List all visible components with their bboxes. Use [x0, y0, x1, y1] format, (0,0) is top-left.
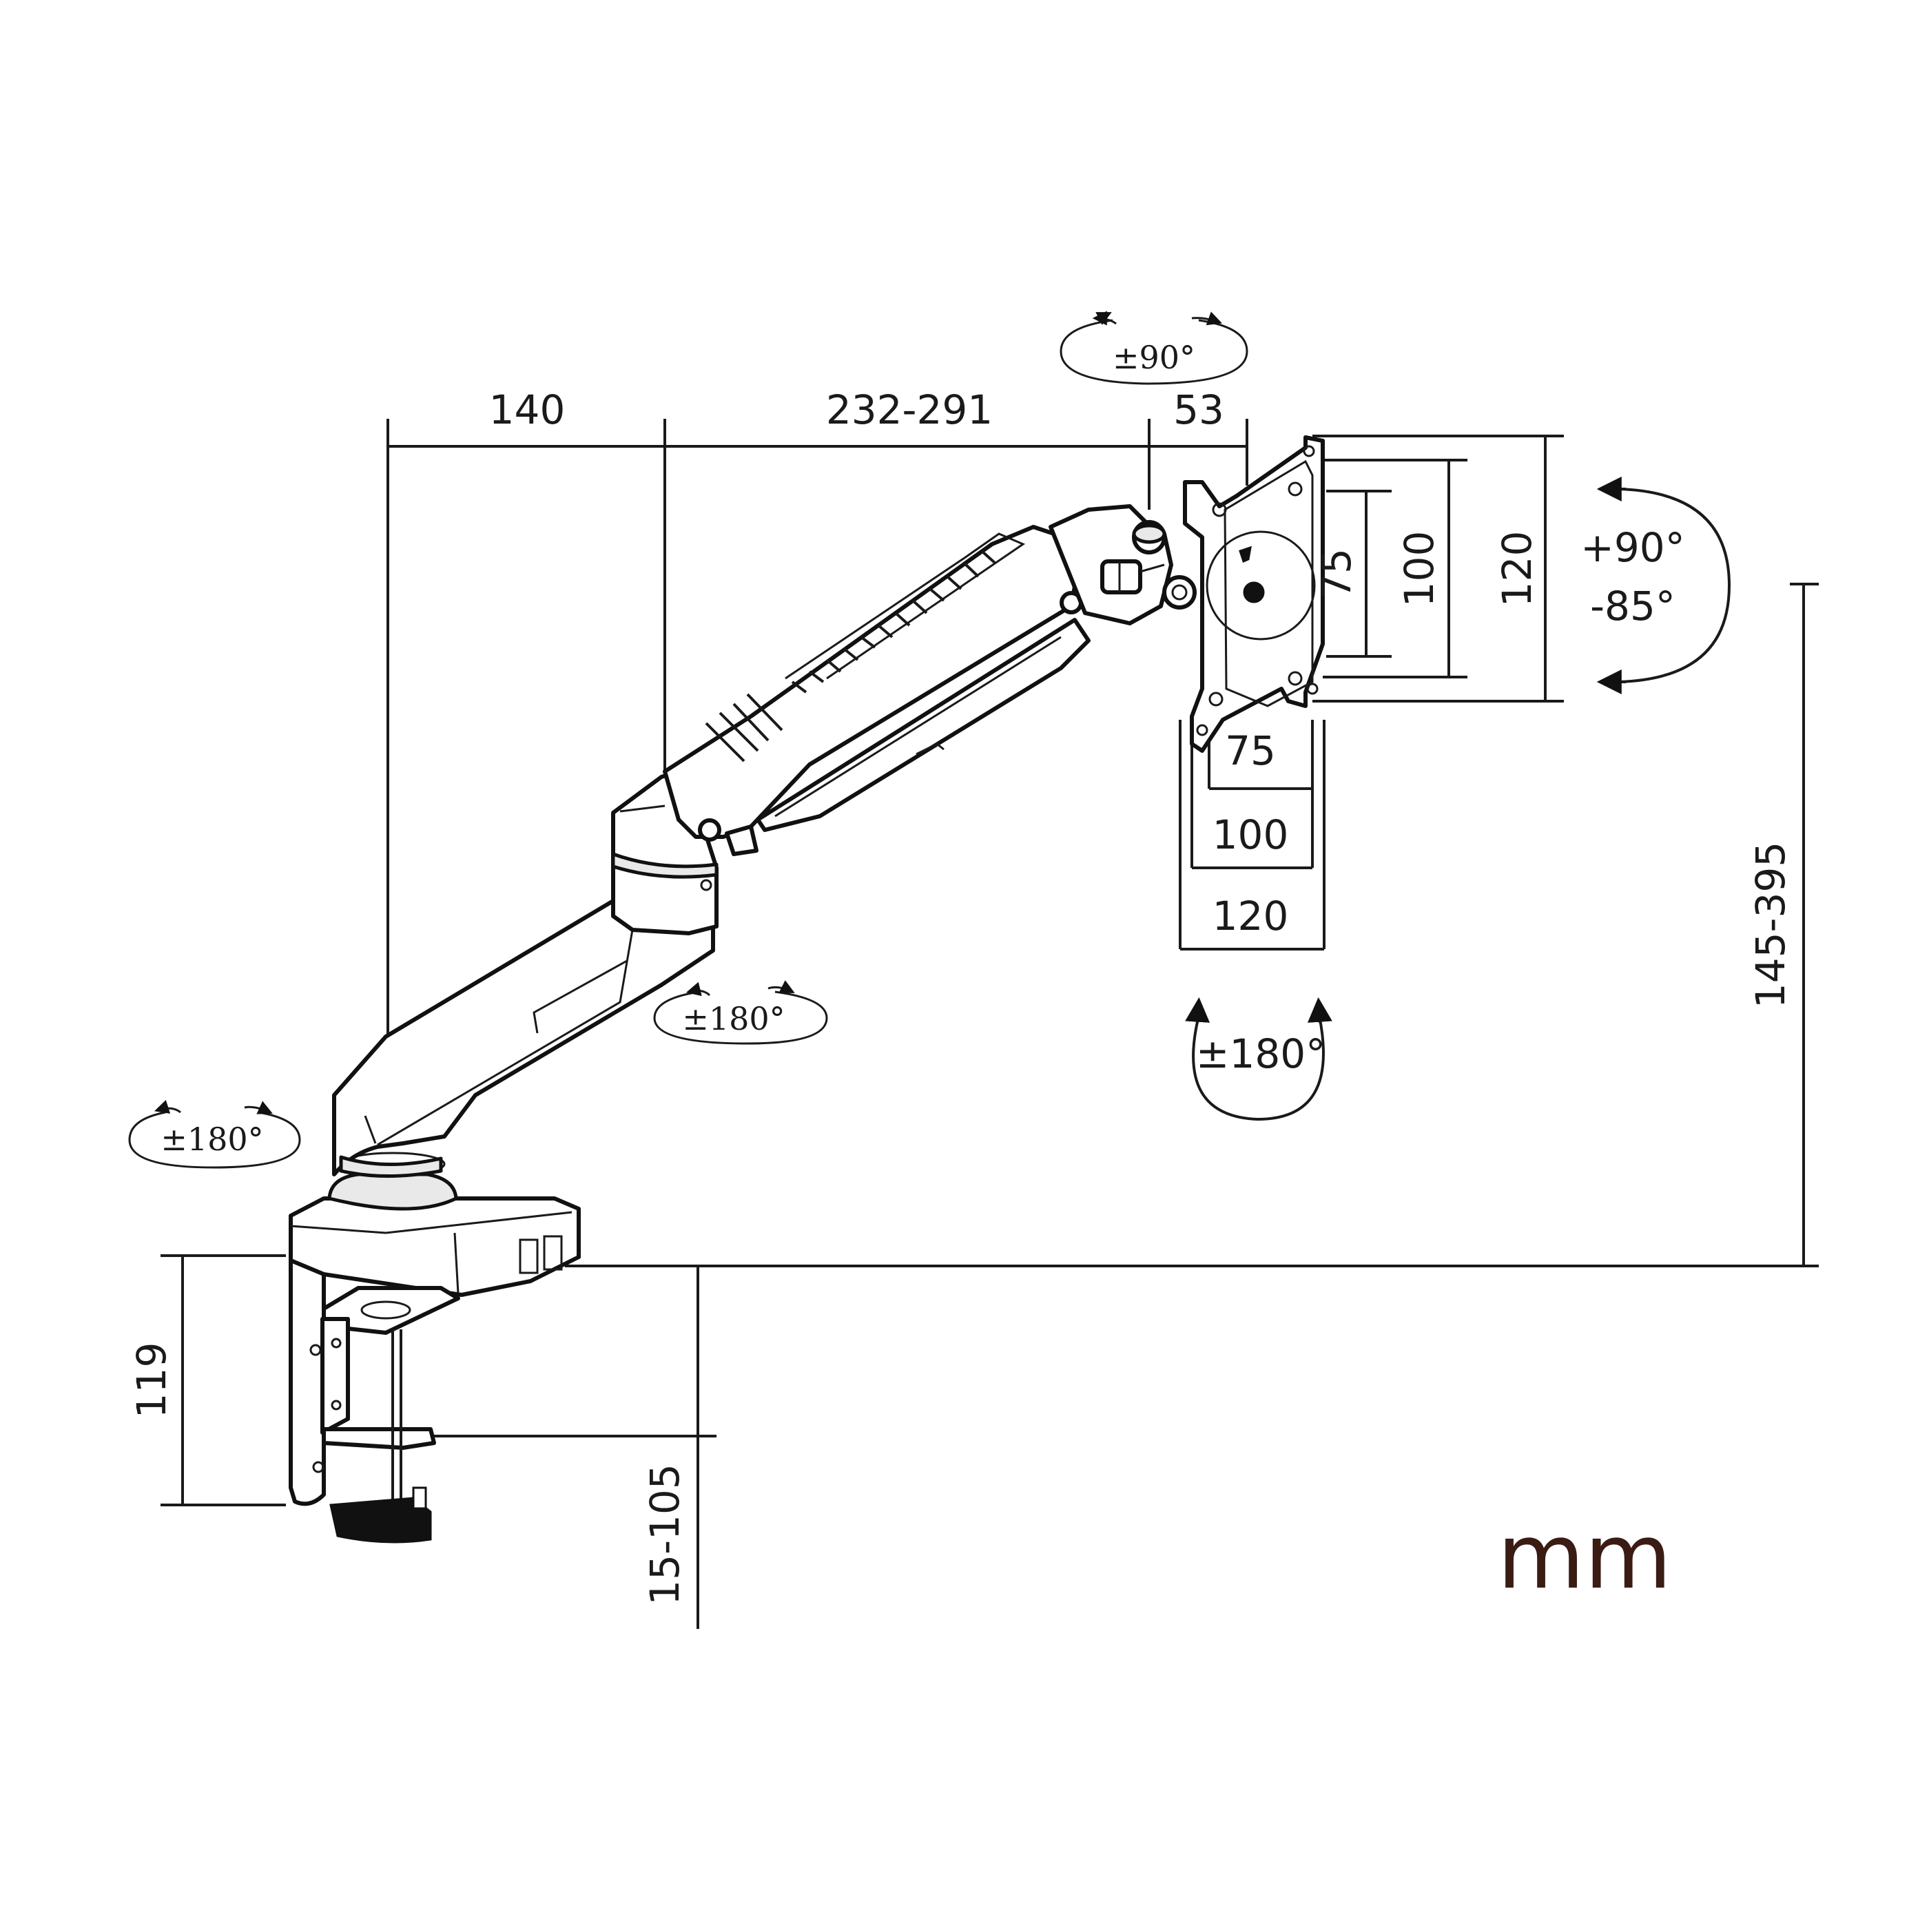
- vesa-plate: [1183, 435, 1325, 753]
- dim-base-offset: 140: [489, 386, 566, 433]
- dim-vesa-v-small: 75: [1313, 548, 1360, 599]
- dim-clamp-height: 119: [128, 1342, 175, 1419]
- dim-head-offset: 53: [1173, 386, 1224, 433]
- grip-ribs: [705, 532, 1026, 762]
- rot-screen-rotation: ±180°: [1196, 1030, 1325, 1077]
- dim-arm-length: 232-291: [826, 386, 993, 433]
- dim-height-range: 145-395: [1747, 842, 1794, 1008]
- dim-vesa-h-small: 75: [1225, 727, 1276, 774]
- dim-vesa-v-mid: 100: [1396, 531, 1443, 607]
- dimension-labels: 140 232-291 53 75 100 120 75 100 120 145…: [128, 386, 1794, 1606]
- rot-tilt-up: +90°: [1580, 524, 1684, 571]
- dim-vesa-h-mid: 100: [1213, 811, 1289, 858]
- tilt-head: [1049, 504, 1197, 625]
- dim-vesa-v-large: 120: [1494, 531, 1540, 607]
- lower-arm: [332, 771, 719, 1178]
- rotation-symbols: [128, 311, 1731, 1169]
- dim-desk-thickness: 15-105: [641, 1464, 688, 1605]
- unit-label: mm: [1497, 1504, 1671, 1609]
- rot-base-swivel: ±180°: [161, 1121, 263, 1158]
- dim-vesa-h-large: 120: [1213, 893, 1289, 939]
- upper-arm: [663, 525, 1091, 856]
- rot-elbow-swivel: ±180°: [682, 1000, 785, 1037]
- rot-tilt-down: -85°: [1590, 583, 1675, 630]
- clamp-base: [289, 1152, 581, 1544]
- dimension-lines: [161, 419, 1819, 1629]
- rot-top-swivel: ±90°: [1113, 339, 1195, 376]
- rotation-labels: ±90° +90° -85° ±180° ±180° ±180°: [161, 339, 1684, 1158]
